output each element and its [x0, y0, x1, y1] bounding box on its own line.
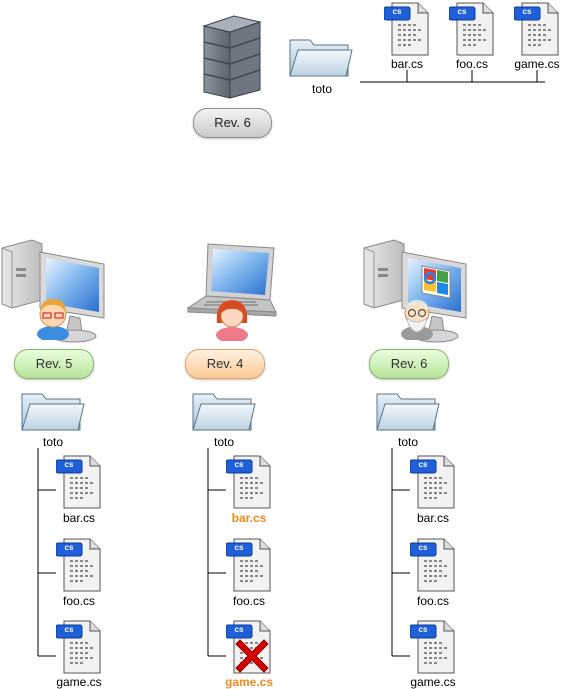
client-3-folder-label: toto [397, 435, 418, 449]
laptop-computer-icon [186, 243, 277, 317]
cs-tag: cs [418, 460, 428, 469]
client-1-folder-icon [20, 388, 86, 437]
delete-x-icon [235, 639, 269, 673]
cs-tag: cs [64, 625, 74, 634]
client-1-revision-badge: Rev. 5 [14, 349, 94, 379]
client-2-file-icon [226, 620, 272, 679]
client-3-file-label: game.cs [410, 675, 456, 689]
client-2-file-label-modified: bar.cs [231, 511, 267, 525]
server-file-label: foo.cs [455, 57, 488, 71]
cs-tag: cs [457, 7, 467, 16]
cs-tag: cs [522, 7, 532, 16]
server-file-label: game.cs [514, 57, 560, 71]
redhead-user-avatar-icon [216, 300, 248, 341]
client-3-folder-icon [375, 388, 441, 437]
client-2-file-label-deleted: game.cs [224, 675, 274, 689]
elder-user-avatar-icon [401, 300, 433, 340]
client-1-folder-label: toto [42, 435, 63, 449]
client-2-folder-icon [191, 388, 257, 437]
server-folder-label: toto [311, 82, 332, 96]
cs-tag: cs [64, 543, 74, 552]
client-1-file-label: game.cs [56, 675, 102, 689]
cs-tag: cs [418, 543, 428, 552]
client-1-file-label: foo.cs [62, 594, 95, 608]
client-2-workstation [184, 240, 280, 348]
client-3-workstation [362, 238, 472, 346]
young-user-avatar-icon [37, 298, 69, 340]
client-3-file-label: foo.cs [416, 594, 449, 608]
client-1-workstation [0, 238, 110, 346]
client-2-revision-badge: Rev. 4 [185, 349, 265, 379]
server [200, 14, 262, 100]
cs-tag: cs [418, 625, 428, 634]
cs-tag: cs [392, 7, 402, 16]
server-icon [202, 15, 262, 99]
client-2-folder-label: toto [213, 435, 234, 449]
server-file-label: bar.cs [390, 57, 423, 71]
client-1-file-label: bar.cs [62, 511, 95, 525]
cs-tag: cs [234, 625, 244, 634]
client-3-revision-badge: Rev. 6 [369, 349, 449, 379]
client-2-file-label: foo.cs [232, 594, 265, 608]
server-folder-icon [288, 34, 354, 83]
cs-tag: cs [234, 543, 244, 552]
cs-tag: cs [234, 460, 244, 469]
cs-tag: cs [64, 460, 74, 469]
server-revision-badge: Rev. 6 [193, 108, 272, 138]
client-3-file-label: bar.cs [416, 511, 449, 525]
